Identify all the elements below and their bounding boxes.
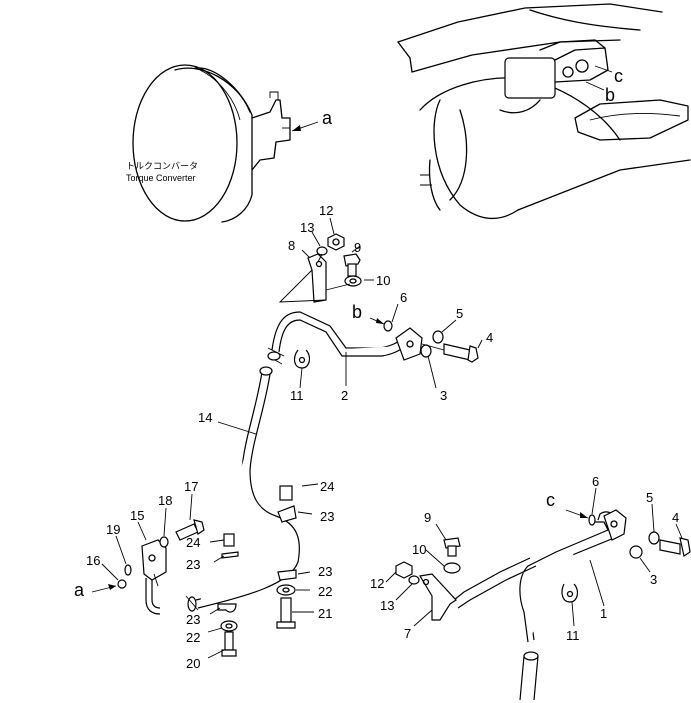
callout-3-top: 3 xyxy=(440,388,447,403)
callout-1: 1 xyxy=(600,606,607,621)
callout-9-bottom: 9 xyxy=(424,510,431,525)
callout-12-bottom: 12 xyxy=(370,576,384,591)
connector-block-top xyxy=(395,327,423,361)
o-ring-19 xyxy=(124,564,132,576)
callout-3-bottom: 3 xyxy=(650,572,657,587)
washer-10-top xyxy=(344,275,362,287)
callout-9-top: 9 xyxy=(354,240,361,255)
callout-13-top: 13 xyxy=(300,220,314,235)
torque-converter-housing xyxy=(132,64,291,223)
callout-19: 19 xyxy=(106,522,120,537)
bolt-21 xyxy=(276,597,296,629)
tube-2 xyxy=(267,311,407,365)
clamp-23-right-a xyxy=(277,505,297,523)
nut-12-top xyxy=(327,233,345,251)
callout-5-bottom: 5 xyxy=(646,490,653,505)
callout-23-right-b: 23 xyxy=(318,564,332,579)
callout-18: 18 xyxy=(158,493,172,508)
clamp-11-bottom xyxy=(561,583,579,603)
washer-18 xyxy=(159,536,169,548)
callout-11-bottom: 11 xyxy=(566,628,580,643)
caption-jp: トルクコンバータ xyxy=(126,161,198,171)
callout-6-top: 6 xyxy=(400,290,407,305)
callout-4-bottom: 4 xyxy=(672,510,679,525)
callout-23-left-b: 23 xyxy=(186,612,200,627)
callout-21: 21 xyxy=(318,606,332,621)
callout-a-top: a xyxy=(322,108,333,128)
washer-13-top xyxy=(316,246,328,256)
callout-23-right-a: 23 xyxy=(320,509,334,524)
callout-b-inset: b xyxy=(605,85,615,105)
callout-a-bottom: a xyxy=(74,580,85,600)
callout-23-left-a: 23 xyxy=(186,557,200,572)
connector-block-bottom xyxy=(603,509,627,541)
callout-24-left: 24 xyxy=(186,535,200,550)
washer-5-bottom xyxy=(648,531,660,545)
callout-10-bottom: 10 xyxy=(412,542,426,557)
fitting-15 xyxy=(141,539,167,615)
callout-a-top-arrow xyxy=(291,121,319,132)
callout-4-top: 4 xyxy=(486,330,493,345)
callout-22-left: 22 xyxy=(186,630,200,645)
washer-22-right xyxy=(276,584,296,596)
bolt-9-bottom xyxy=(443,537,461,557)
callout-15: 15 xyxy=(130,508,144,523)
washer-3-bottom xyxy=(629,545,643,559)
bracket-8 xyxy=(278,253,327,303)
washer-10-bottom xyxy=(443,562,461,574)
spacer-24-left xyxy=(223,533,235,547)
bolt-9-top xyxy=(343,253,361,277)
washer-5-top xyxy=(432,330,444,344)
leader-lines xyxy=(101,217,683,659)
bolt-4-top xyxy=(443,343,479,363)
washer-3-top xyxy=(420,344,432,358)
callout-c-bottom: c xyxy=(546,490,555,510)
callout-13-bottom: 13 xyxy=(380,598,394,613)
bolt-4-bottom xyxy=(659,537,691,557)
callout-2: 2 xyxy=(341,388,348,403)
bracket-7 xyxy=(419,573,457,621)
clamp-23-right-b xyxy=(277,569,297,581)
nut-12-bottom xyxy=(395,561,413,579)
washer-22-left xyxy=(220,620,238,632)
callout-10-top: 10 xyxy=(376,273,390,288)
callout-6-bottom: 6 xyxy=(592,474,599,489)
callout-24-right: 24 xyxy=(320,479,334,494)
o-ring-6-top xyxy=(383,320,393,332)
seal-16 xyxy=(117,579,127,589)
o-ring-6-bottom xyxy=(588,514,596,526)
callout-5-top: 5 xyxy=(456,306,463,321)
clamp-23-left-a xyxy=(221,551,239,559)
callout-8-top: 8 xyxy=(288,238,295,253)
callout-16: 16 xyxy=(86,553,100,568)
callout-c-inset: c xyxy=(614,66,623,86)
machine-inset xyxy=(397,3,691,220)
tube-1 xyxy=(453,511,619,701)
caption-en: Torque Converter xyxy=(126,173,196,183)
spacer-24-right xyxy=(279,485,293,501)
bolt-17 xyxy=(175,519,205,541)
callout-20: 20 xyxy=(186,656,200,671)
callout-11-top: 11 xyxy=(290,388,304,403)
hose-14 xyxy=(185,366,300,612)
clamp-11-top xyxy=(293,349,311,369)
callout-12-top: 12 xyxy=(319,203,333,218)
clamp-23-left-b xyxy=(217,603,237,613)
callout-14: 14 xyxy=(198,410,212,425)
callout-22-right: 22 xyxy=(318,584,332,599)
bolt-20 xyxy=(221,631,237,657)
washer-13-bottom xyxy=(408,575,420,585)
callout-b-mid: b xyxy=(352,302,362,322)
callout-17: 17 xyxy=(184,479,198,494)
callout-7: 7 xyxy=(404,626,411,641)
